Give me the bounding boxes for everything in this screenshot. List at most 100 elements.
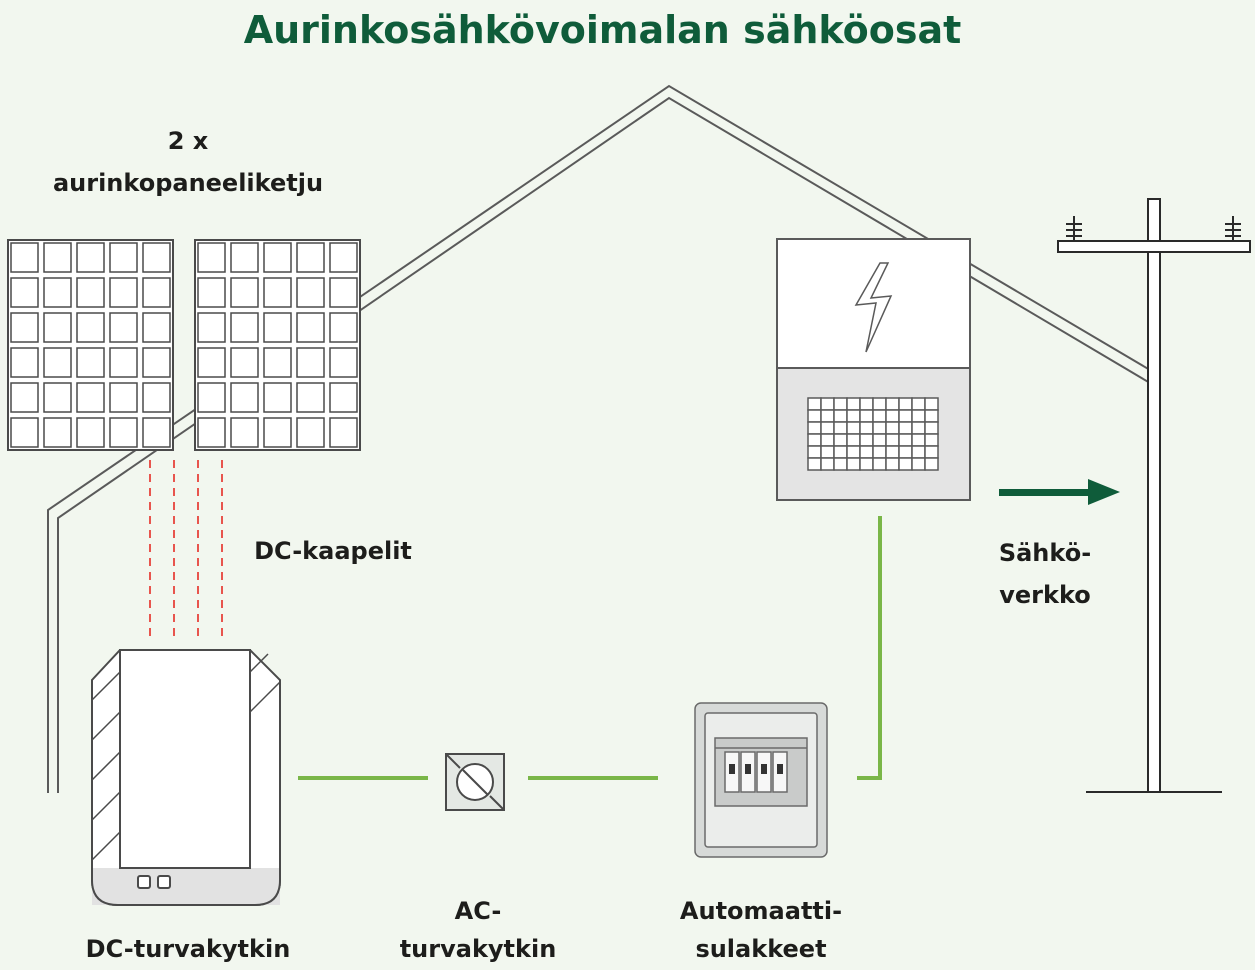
meter-cell bbox=[807, 445, 822, 459]
panel-cell bbox=[142, 312, 171, 343]
meter-cell bbox=[807, 433, 822, 447]
meter-cell bbox=[820, 421, 835, 435]
meter-cell bbox=[833, 397, 848, 411]
panel-cell bbox=[10, 242, 39, 273]
panel-cell bbox=[43, 242, 72, 273]
meter-cell bbox=[898, 421, 913, 435]
panel-cell bbox=[76, 382, 105, 413]
panel-cell bbox=[230, 382, 259, 413]
meter-cell bbox=[807, 409, 822, 423]
label-breakers-line1: Automaatti- bbox=[679, 897, 843, 925]
meter-cell bbox=[859, 445, 874, 459]
panel-cell bbox=[230, 242, 259, 273]
meter-cell bbox=[833, 409, 848, 423]
meter-cell bbox=[872, 409, 887, 423]
meter-box bbox=[776, 238, 971, 501]
solar-panel-right bbox=[194, 239, 361, 451]
panel-cell bbox=[10, 417, 39, 448]
meter-cell bbox=[911, 409, 926, 423]
meter-cell bbox=[911, 397, 926, 411]
panel-cell bbox=[109, 382, 138, 413]
meter-cell bbox=[833, 445, 848, 459]
panel-cell bbox=[263, 312, 292, 343]
page-title: Aurinkosähkövoimalan sähköosat bbox=[243, 8, 962, 52]
meter-cell bbox=[911, 421, 926, 435]
meter-cell bbox=[924, 445, 939, 459]
meter-cell bbox=[872, 397, 887, 411]
meter-cell bbox=[924, 397, 939, 411]
panel-cell bbox=[10, 277, 39, 308]
meter-cell bbox=[885, 457, 900, 471]
panel-cell bbox=[197, 347, 226, 378]
arrow-right-icon bbox=[999, 479, 1120, 505]
meter-cell bbox=[833, 421, 848, 435]
meter-cell bbox=[820, 457, 835, 471]
breaker-box bbox=[694, 702, 828, 858]
meter-cell bbox=[898, 457, 913, 471]
meter-cell bbox=[872, 457, 887, 471]
label-dc-switch: DC-turvakytkin bbox=[85, 935, 291, 963]
panel-cell bbox=[197, 382, 226, 413]
solar-panel-left bbox=[7, 239, 174, 451]
panel-cell bbox=[263, 382, 292, 413]
panel-cell bbox=[329, 417, 358, 448]
dc-cables bbox=[149, 460, 223, 640]
panel-cell bbox=[263, 417, 292, 448]
panel-cell bbox=[142, 242, 171, 273]
label-ac-switch-line2: turvakytkin bbox=[399, 935, 557, 963]
meter-cell bbox=[872, 445, 887, 459]
panel-cell bbox=[109, 417, 138, 448]
rotary-switch-icon bbox=[445, 753, 505, 811]
panel-cell bbox=[230, 347, 259, 378]
meter-cell bbox=[924, 457, 939, 471]
meter-cell bbox=[859, 397, 874, 411]
meter-cell bbox=[846, 409, 861, 423]
meter-cell bbox=[924, 409, 939, 423]
panel-cell bbox=[296, 312, 325, 343]
meter-cell bbox=[833, 457, 848, 471]
panel-cell bbox=[296, 417, 325, 448]
meter-cell bbox=[820, 397, 835, 411]
meter-cell bbox=[846, 445, 861, 459]
hatching-left bbox=[91, 671, 121, 861]
meter-cell bbox=[885, 433, 900, 447]
panel-cell bbox=[197, 417, 226, 448]
panel-cell bbox=[43, 347, 72, 378]
inverter-device bbox=[91, 649, 281, 906]
meter-cell bbox=[846, 457, 861, 471]
panel-frame bbox=[7, 239, 174, 451]
meter-cell bbox=[885, 445, 900, 459]
meter-cell bbox=[833, 433, 848, 447]
meter-cell bbox=[846, 421, 861, 435]
meter-cell bbox=[846, 397, 861, 411]
label-panels: aurinkopaneeliketju bbox=[52, 169, 324, 197]
meter-cell bbox=[911, 433, 926, 447]
label-grid-line2: verkko bbox=[999, 581, 1091, 609]
meter-cell bbox=[911, 457, 926, 471]
meter-cell bbox=[898, 397, 913, 411]
meter-cell bbox=[924, 421, 939, 435]
panel-frame bbox=[194, 239, 361, 451]
meter-cell bbox=[807, 421, 822, 435]
panel-cell bbox=[296, 242, 325, 273]
panel-cell bbox=[76, 277, 105, 308]
utility-pole bbox=[1057, 198, 1251, 793]
panel-cell bbox=[109, 347, 138, 378]
meter-cell bbox=[885, 409, 900, 423]
insulator-right bbox=[1225, 216, 1241, 242]
lightning-bolt-icon bbox=[854, 262, 893, 353]
meter-cell bbox=[885, 421, 900, 435]
panel-cell bbox=[76, 417, 105, 448]
label-panels-count: 2 x bbox=[167, 127, 209, 155]
panel-cell bbox=[329, 277, 358, 308]
meter-cell bbox=[859, 409, 874, 423]
meter-cell bbox=[911, 445, 926, 459]
meter-cell bbox=[820, 445, 835, 459]
meter-cell bbox=[859, 433, 874, 447]
meter-cell bbox=[872, 433, 887, 447]
insulator-left bbox=[1066, 216, 1082, 242]
panel-cell bbox=[43, 382, 72, 413]
meter-cell bbox=[820, 409, 835, 423]
panel-cell bbox=[296, 347, 325, 378]
